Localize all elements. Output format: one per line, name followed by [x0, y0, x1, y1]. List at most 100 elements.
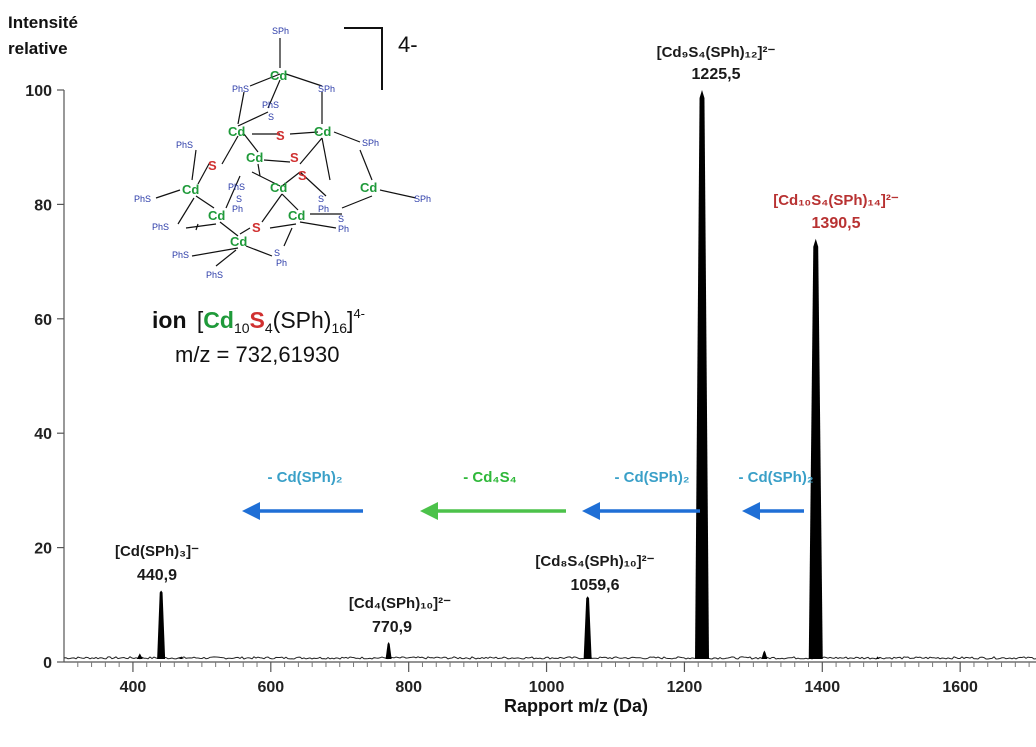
charge-label: 4- [398, 32, 418, 57]
peak-label-formula: [Cd₈S₄(SPh)₁₀]²⁻ [535, 553, 654, 570]
phs-3: PhS [176, 140, 193, 150]
peak-label-formula: [Cd₄(SPh)₁₀]²⁻ [349, 595, 451, 612]
ion-bracket-open: [ [197, 307, 204, 333]
x-tick-label: 600 [257, 679, 284, 696]
peak [761, 650, 768, 659]
arrow-4-label: - Cd(SPh)₂ [739, 469, 814, 486]
s-small-2: S [236, 194, 242, 204]
sph-top: SPh [272, 26, 289, 36]
molecule-inset: 4- [134, 26, 431, 367]
charge-bracket [344, 27, 383, 90]
s-3: S [208, 158, 217, 173]
ion-sub-4: 4 [265, 320, 273, 336]
ph-2: Ph [318, 204, 329, 214]
arrow-1: - Cd(SPh)₂ [242, 469, 363, 520]
x-tick-label: 800 [395, 679, 422, 696]
peak-label-value: 440,9 [137, 567, 177, 584]
peak [808, 238, 823, 659]
peak [583, 596, 592, 659]
ion-rest: (SPh) [273, 307, 332, 333]
phs-4: PhS [228, 182, 245, 192]
arrow-4-head [742, 502, 760, 520]
peak-label-formula: [Cd₁₀S₄(SPh)₁₄]²⁻ [773, 192, 899, 209]
ion-cd: Cd [203, 307, 234, 333]
cd-7: Cd [360, 180, 377, 195]
y-tick-label: 80 [34, 197, 52, 214]
cd-10: Cd [230, 234, 247, 249]
peak [178, 656, 185, 659]
peak [385, 641, 392, 659]
cd-9: Cd [288, 208, 305, 223]
phs-6: PhS [152, 222, 169, 232]
ion-charge: 4- [353, 306, 365, 321]
ion-sub-10: 10 [234, 320, 250, 336]
s-5: S [252, 220, 261, 235]
arrow-1-label: - Cd(SPh)₂ [268, 469, 343, 486]
cd-6: Cd [270, 180, 287, 195]
ion-sub-16: 16 [331, 320, 347, 336]
peak-label-value: 1059,6 [571, 577, 620, 594]
peak-label-value: 1225,5 [692, 66, 741, 83]
bonds [155, 38, 417, 267]
y-axis-title-line2: relative [8, 39, 68, 58]
y-axis-title-line1: Intensité [8, 13, 78, 32]
peak [136, 653, 143, 659]
cd-8: Cd [208, 208, 225, 223]
phs-2: PhS [262, 100, 279, 110]
arrow-3-label: - Cd(SPh)₂ [615, 469, 690, 486]
s-small-4: S [338, 214, 344, 224]
peak [874, 656, 881, 659]
sph-2: SPh [362, 138, 379, 148]
arrow-4: - Cd(SPh)₂ [739, 469, 814, 520]
ion-word: ion [152, 307, 187, 333]
arrow-2-head [420, 502, 438, 520]
peak-label-value: 770,9 [372, 619, 412, 636]
s-2: S [290, 150, 299, 165]
phs-8: PhS [206, 270, 223, 280]
ph-3: Ph [338, 224, 349, 234]
ion-s: S [250, 307, 265, 333]
y-tick-label: 40 [34, 426, 52, 443]
peaks [136, 90, 881, 659]
sph-1: SPh [318, 84, 335, 94]
cd-2: Cd [228, 124, 245, 139]
baseline-noise [63, 656, 1036, 660]
s-1: S [276, 128, 285, 143]
arrow-2: - Cd₄S₄ [420, 469, 566, 520]
cd-3: Cd [314, 124, 331, 139]
x-tick-label: 1000 [529, 679, 565, 696]
sph-3: SPh [414, 194, 431, 204]
s-small-1: S [268, 112, 274, 122]
phs-1: PhS [232, 84, 249, 94]
x-tick-label: 400 [120, 679, 147, 696]
cd-4: Cd [246, 150, 263, 165]
peak [695, 90, 710, 659]
s-small-3: S [318, 194, 324, 204]
peak [157, 590, 166, 659]
x-axis-title: Rapport m/z (Da) [504, 696, 648, 716]
ph-1: Ph [232, 204, 243, 214]
ph-4: Ph [276, 258, 287, 268]
y-tick-label: 20 [34, 541, 52, 558]
peak-label-formula: [Cd(SPh)₃]⁻ [115, 543, 199, 560]
phs-5: PhS [134, 194, 151, 204]
peak-label-formula: [Cd₉S₄(SPh)₁₂]²⁻ [657, 44, 776, 61]
ion-bracket-close: ] [347, 307, 353, 333]
peak-labels: [Cd(SPh)₃]⁻ 440,9 [Cd₄(SPh)₁₀]²⁻ 770,9 [Cd₈S… [115, 44, 899, 636]
s-small-5: S [274, 248, 280, 258]
arrow-2-label: - Cd₄S₄ [463, 469, 516, 486]
x-tick-label: 1200 [667, 679, 703, 696]
x-minor-ticks [77, 662, 1030, 667]
y-tick-label: 60 [34, 312, 52, 329]
x-tick-label: 1600 [942, 679, 978, 696]
y-tick-label: 0 [43, 655, 52, 672]
ion-mz: m/z = 732,61930 [175, 342, 340, 367]
ion-formula: ion [Cd10S4(SPh)16]4- [152, 306, 365, 336]
cd-top: Cd [270, 68, 287, 83]
phs-7: PhS [172, 250, 189, 260]
arrow-3-head [582, 502, 600, 520]
peak-label-value: 1390,5 [812, 215, 861, 232]
